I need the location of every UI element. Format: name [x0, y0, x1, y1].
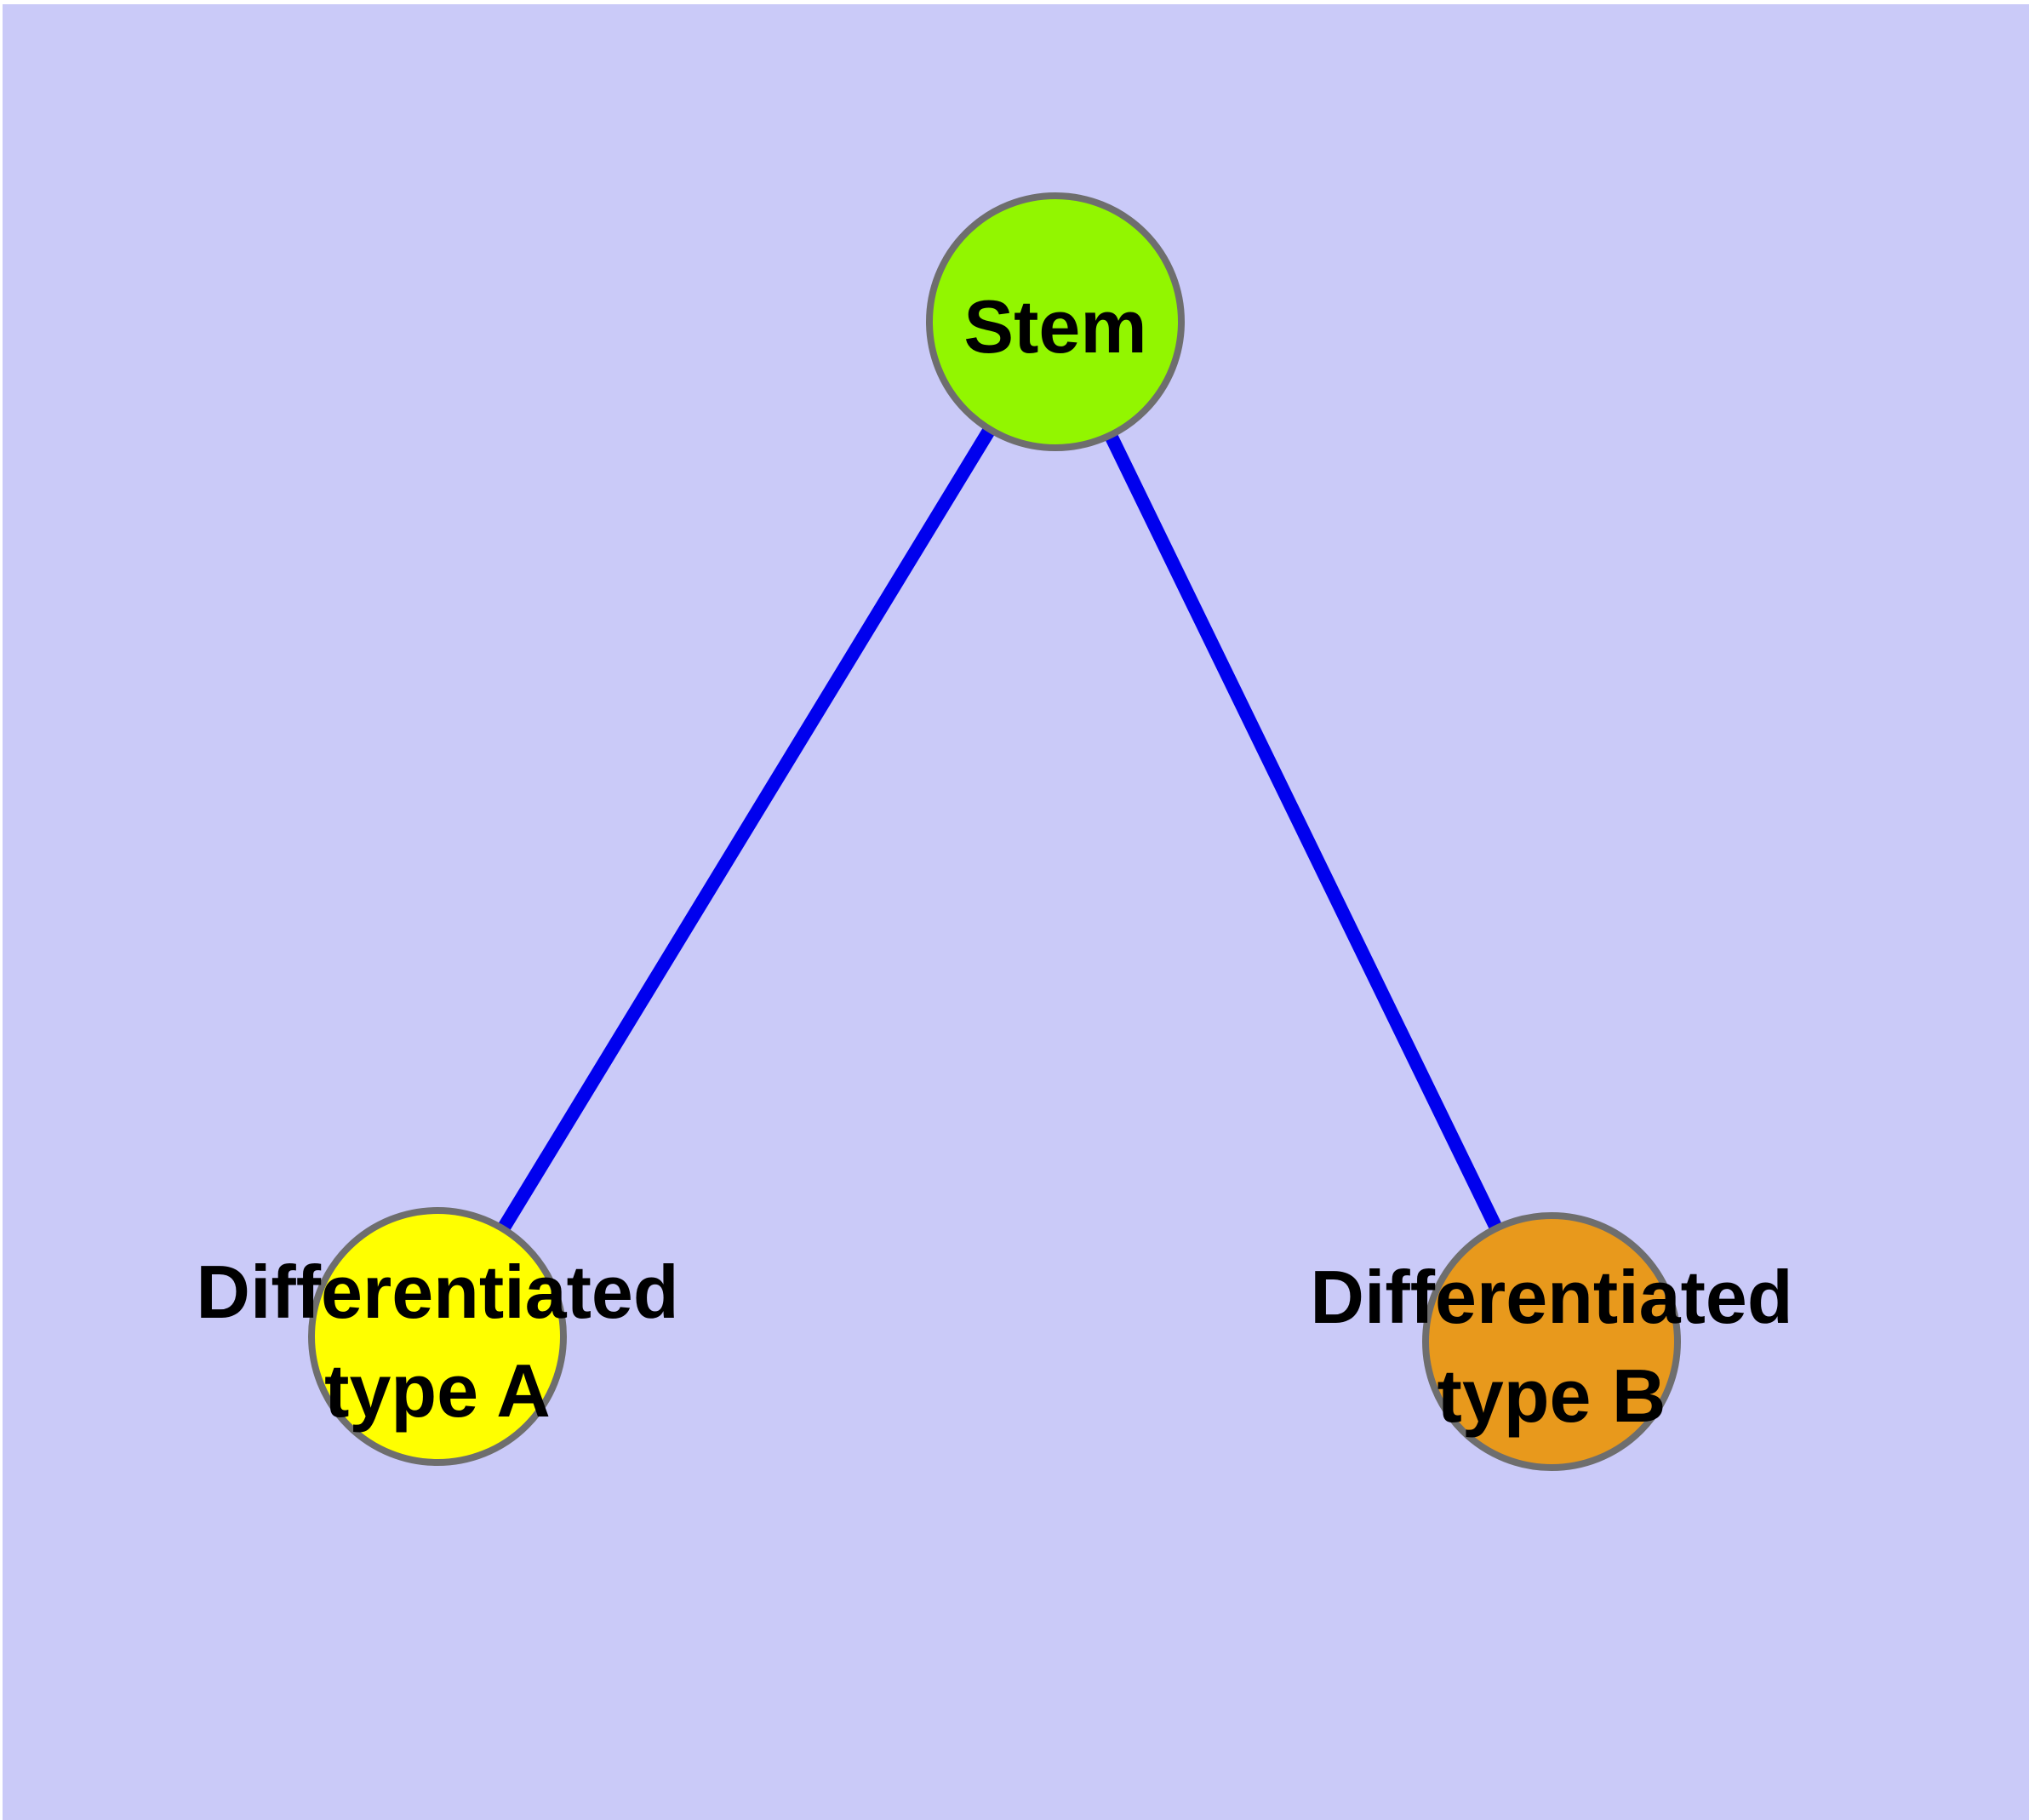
edge-stem-to-type-b: [1049, 318, 1558, 1345]
node-circle-stem: [926, 192, 1185, 451]
node-type-b: Differentiated type B: [1310, 1212, 1793, 1471]
edge-stem-to-type-a: [432, 318, 1061, 1341]
node-circle-type-a: [308, 1207, 567, 1466]
node-label-type-b: Differentiated type B: [1310, 1255, 1792, 1438]
node-label-line: Differentiated: [196, 1250, 678, 1334]
node-label-type-a: Differentiated type A: [196, 1250, 678, 1433]
node-label-line: Differentiated: [1310, 1255, 1792, 1339]
node-type-a: Differentiated type A: [196, 1207, 679, 1466]
node-circle-type-b: [1422, 1212, 1681, 1471]
node-label-line: type B: [1437, 1354, 1666, 1438]
node-label-line: type A: [324, 1348, 551, 1433]
node-label-line: Stem: [963, 284, 1146, 369]
node-stem: Stem: [926, 192, 1185, 451]
node-label-stem: Stem: [963, 284, 1146, 369]
